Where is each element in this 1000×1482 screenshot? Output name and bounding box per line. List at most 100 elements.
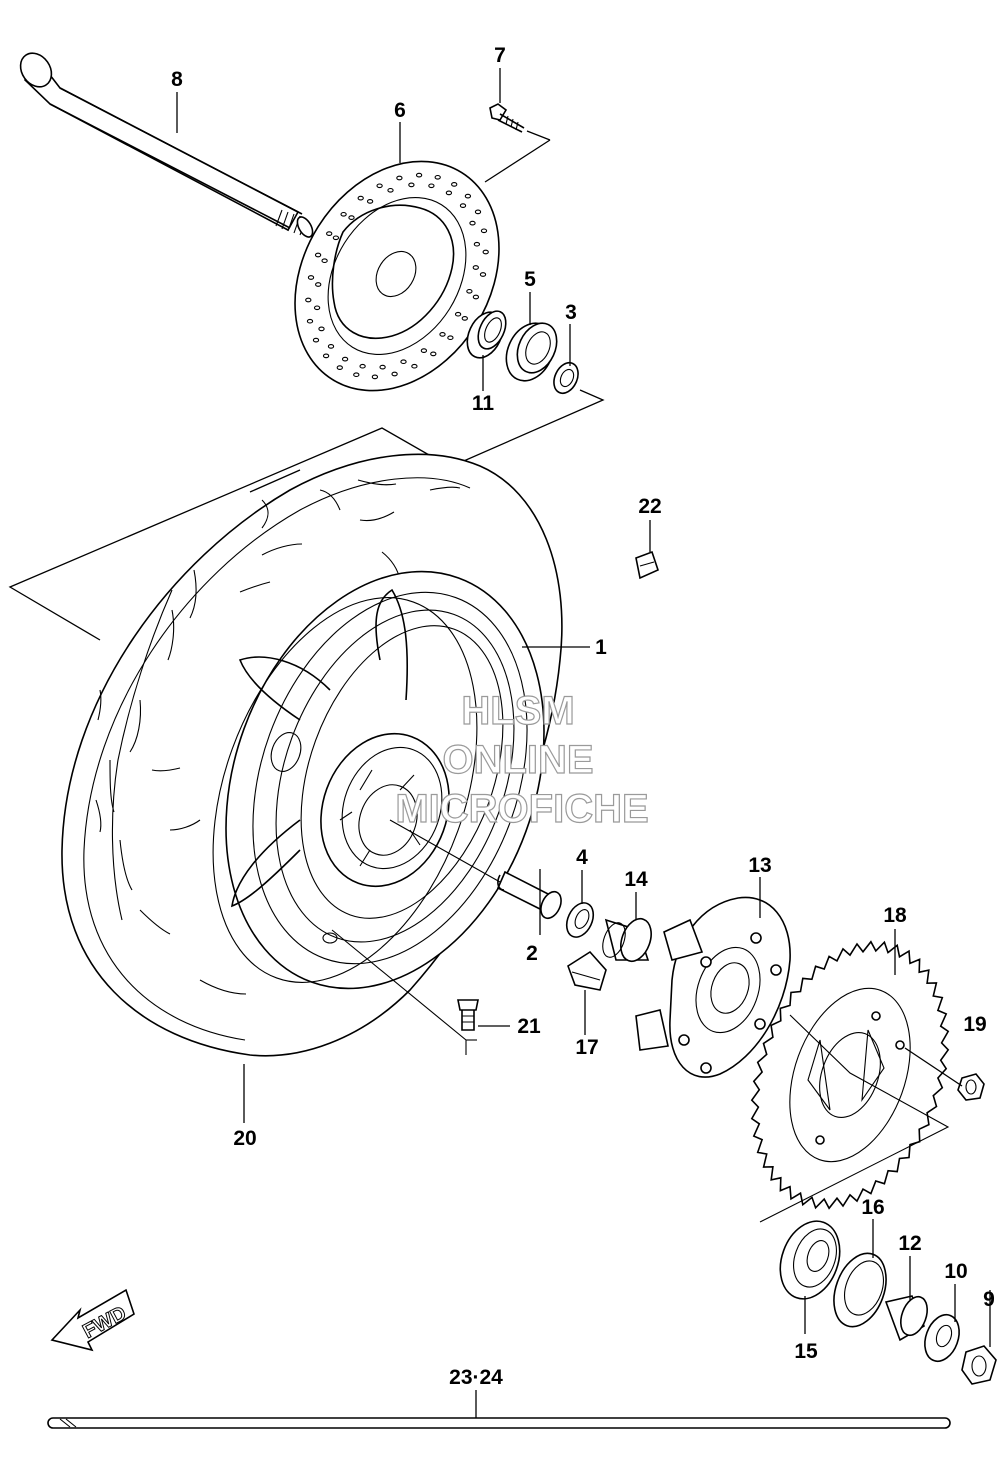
drill-hole <box>321 258 328 264</box>
collar-14 <box>602 917 652 963</box>
drill-hole <box>305 297 312 303</box>
bearing-15 <box>779 1220 841 1300</box>
part-label-10: 10 <box>944 1260 967 1283</box>
drill-hole <box>376 183 383 189</box>
part-label-11: 11 <box>472 392 495 415</box>
drill-hole <box>379 364 386 370</box>
drill-hole <box>451 182 458 187</box>
drill-hole <box>411 363 418 369</box>
sprocket-nut-19 <box>904 1047 985 1101</box>
drill-hole <box>348 215 355 220</box>
part-label-13: 13 <box>748 854 771 877</box>
drill-hole <box>459 203 467 208</box>
part-label-14: 14 <box>624 868 648 891</box>
part-label-20: 20 <box>233 1127 256 1150</box>
drill-hole <box>322 353 330 359</box>
brake-disc <box>294 160 500 392</box>
drill-hole <box>307 275 315 280</box>
drill-hole <box>306 318 314 324</box>
drill-hole <box>474 209 482 215</box>
forward-direction-arrow: FWD <box>50 1288 135 1352</box>
part-label-18: 18 <box>883 904 907 927</box>
drill-hole <box>313 305 321 311</box>
bearing-5 <box>505 322 558 382</box>
part-label-7: 7 <box>494 44 506 67</box>
drill-hole <box>480 228 488 234</box>
drill-hole <box>400 359 407 365</box>
drill-hole <box>454 311 462 317</box>
tire-valve-21 <box>457 999 479 1031</box>
drill-hole <box>482 249 489 255</box>
drill-hole <box>430 351 437 357</box>
part-label-2: 2 <box>526 942 538 965</box>
drill-hole <box>464 193 472 199</box>
part-label-16: 16 <box>861 1196 884 1219</box>
drill-hole <box>439 332 446 337</box>
rear-sprocket-18 <box>750 940 950 1210</box>
watermark-line-2: ONLINE <box>442 738 593 782</box>
drill-hole <box>479 272 487 277</box>
rear-axle <box>19 52 314 238</box>
bearing-4 <box>565 902 595 938</box>
washer-10 <box>924 1313 960 1363</box>
drill-hole <box>341 356 349 362</box>
drill-hole <box>391 371 398 377</box>
sprocket-guide <box>759 1014 950 1223</box>
drill-hole <box>445 190 453 196</box>
drill-hole <box>326 231 333 236</box>
drill-hole <box>469 220 476 226</box>
drill-hole <box>371 374 379 380</box>
part-label-17: 17 <box>575 1036 598 1059</box>
collar-12 <box>884 1295 928 1342</box>
drill-hole <box>336 365 343 370</box>
drill-hole <box>327 344 335 349</box>
drill-hole <box>461 316 468 321</box>
drill-hole <box>314 252 322 258</box>
drill-hole <box>434 174 441 180</box>
drill-hole <box>447 335 454 341</box>
drill-hole <box>315 282 322 287</box>
axle-thread <box>275 209 314 238</box>
drill-hole <box>332 235 340 241</box>
drill-hole <box>340 211 347 217</box>
drill-hole <box>472 294 480 300</box>
balance-weight-22 <box>635 550 659 580</box>
drill-hole <box>318 326 325 332</box>
drill-hole <box>420 348 428 353</box>
disc-drill-holes <box>305 172 489 380</box>
part-label-21: 21 <box>517 1015 541 1038</box>
drill-hole <box>359 363 366 369</box>
rear-wheel-rim <box>212 570 545 990</box>
part-label-6: 6 <box>394 99 406 122</box>
drill-hole <box>408 182 415 188</box>
part-label-22: 22 <box>638 495 661 518</box>
part-label-4: 4 <box>576 846 588 869</box>
drill-hole <box>396 175 403 181</box>
drill-hole <box>466 288 473 294</box>
part-label-5: 5 <box>524 268 536 291</box>
disc-bolt <box>489 103 525 133</box>
drill-hole <box>387 187 394 193</box>
watermark: HLSM ONLINE MICROFICHE <box>395 688 650 831</box>
sprocket-carrier-13 <box>635 896 791 1078</box>
rim-decal-strip <box>47 1417 951 1429</box>
leader-lines <box>176 68 991 1418</box>
cush-damper-17 <box>567 950 607 991</box>
seal-16 <box>833 1252 887 1328</box>
drill-hole <box>428 183 435 189</box>
part-label-19: 19 <box>963 1013 986 1036</box>
upper-assembly-guide <box>8 130 605 641</box>
part-labels: 8 7 6 5 3 11 22 1 4 14 13 18 2 21 19 17 … <box>171 44 995 1389</box>
drill-hole <box>415 172 423 178</box>
drill-hole <box>473 241 481 247</box>
axle-nut-9 <box>961 1345 997 1385</box>
spacer-2 <box>496 870 562 920</box>
watermark-line-3: MICROFICHE <box>395 787 648 831</box>
part-label-3: 3 <box>565 301 577 324</box>
axle-center-guide <box>331 819 501 1055</box>
seal-3 <box>553 361 579 395</box>
drill-hole <box>366 199 374 204</box>
part-label-23-24: 23·24 <box>449 1366 503 1389</box>
part-label-9: 9 <box>983 1288 995 1311</box>
